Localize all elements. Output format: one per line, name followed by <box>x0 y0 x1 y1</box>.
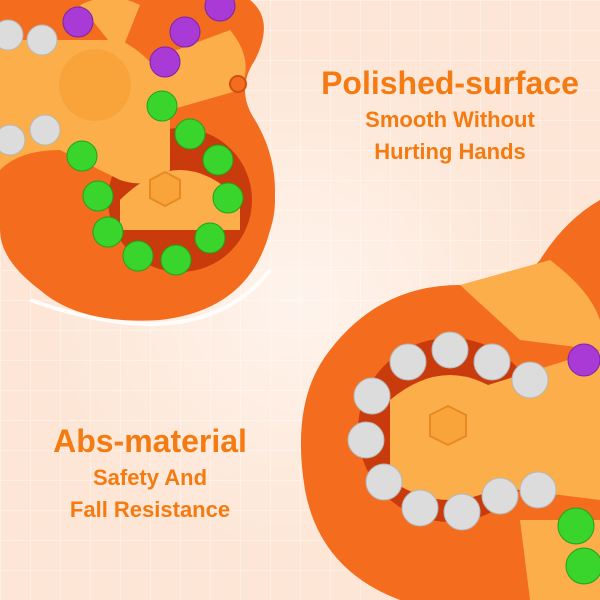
spinner-toy-top-left <box>0 0 275 326</box>
caption-subtitle-line-1: Smooth Without <box>365 107 535 132</box>
caption-subtitle-line-1: Safety And <box>92 465 208 490</box>
caption-subtitle-line-2: Hurting Hands <box>374 139 526 164</box>
caption-abs-material: Abs-material Safety And Fall Resistance <box>20 422 280 524</box>
spinner-toy-bottom-right <box>300 200 600 600</box>
caption-title: Abs-material <box>53 423 247 459</box>
caption-polished-surface: Polished-surface Smooth Without Hurting … <box>300 64 600 166</box>
caption-subtitle-line-2: Fall Resistance <box>69 497 231 522</box>
caption-title: Polished-surface <box>321 65 579 101</box>
